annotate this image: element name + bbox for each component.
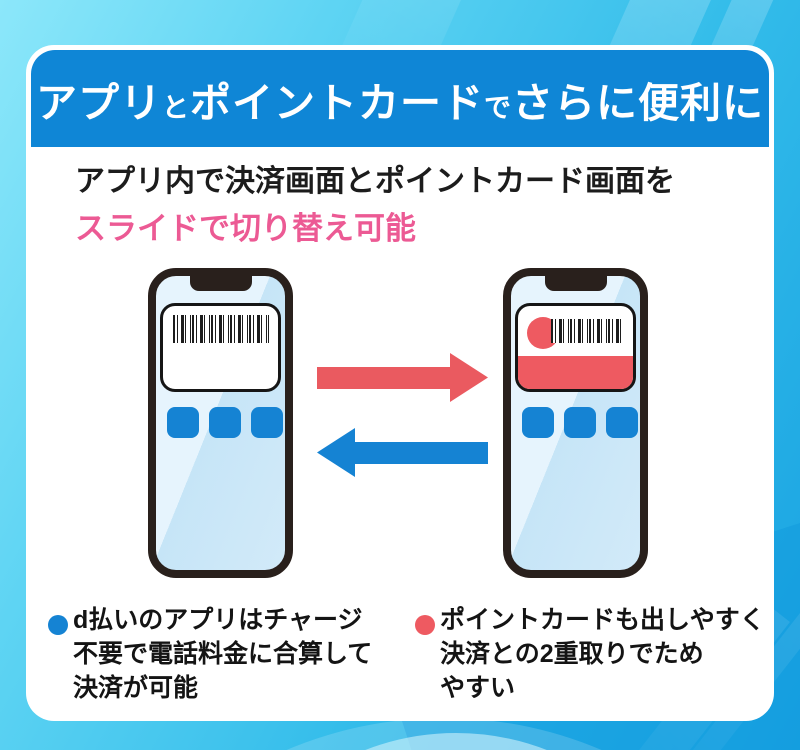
phone-pointcard-screen [503, 268, 648, 578]
payment-barcode-card [160, 303, 281, 392]
app-menu-square-icon [167, 407, 199, 438]
app-menu-square-icon [522, 407, 554, 438]
phone-notch [544, 276, 607, 291]
title-part-pointcard: ポイントカード [190, 79, 484, 126]
arrow-right-icon [317, 353, 488, 402]
bullet-pointcard: ポイントカードも出しやすく 決済との2重取りでため やすい [415, 603, 765, 705]
barcode-icon [172, 315, 269, 343]
title-part-app: アプリ [36, 79, 162, 126]
app-menu-squares [167, 407, 283, 438]
point-card-red-stripe [518, 356, 633, 389]
title-part-de: で [484, 92, 512, 123]
content-card: アプリとポイントカードでさらに便利に アプリ内で決済画面とポイントカード画面を … [26, 45, 774, 721]
app-menu-square-icon [564, 407, 596, 438]
phone-notch [189, 276, 252, 291]
slide-arrows [317, 353, 488, 477]
point-card [515, 303, 636, 392]
bullet-dot-red [415, 615, 435, 635]
subtitle-line2-pink: スライドで切り替え可能 [75, 211, 416, 246]
title-part-benri: さらに便利に [512, 79, 764, 126]
arrow-left-icon [317, 428, 488, 477]
app-menu-square-icon [209, 407, 241, 438]
app-menu-square-icon [251, 407, 283, 438]
subtitle: アプリ内で決済画面とポイントカード画面を スライドで切り替え可能 [75, 159, 675, 252]
app-menu-squares [522, 407, 638, 438]
header-banner: アプリとポイントカードでさらに便利に [31, 50, 769, 147]
bullet-dbarai: d払いのアプリはチャージ 不要で電話料金に合算して 決済が可能 [48, 603, 372, 705]
subtitle-line1: アプリ内で決済画面とポイントカード画面を [75, 165, 675, 198]
title-part-to: と [162, 92, 190, 123]
page-title: アプリとポイントカードでさらに便利に [36, 69, 764, 129]
phone-payment-screen [148, 268, 293, 578]
bullet-dot-blue [48, 615, 68, 635]
bullet-text-pointcard: ポイントカードも出しやすく 決済との2重取りでため やすい [440, 606, 765, 702]
bullet-text-dbarai: d払いのアプリはチャージ 不要で電話料金に合算して 決済が可能 [73, 606, 373, 702]
barcode-icon [551, 319, 625, 343]
app-menu-square-icon [606, 407, 638, 438]
